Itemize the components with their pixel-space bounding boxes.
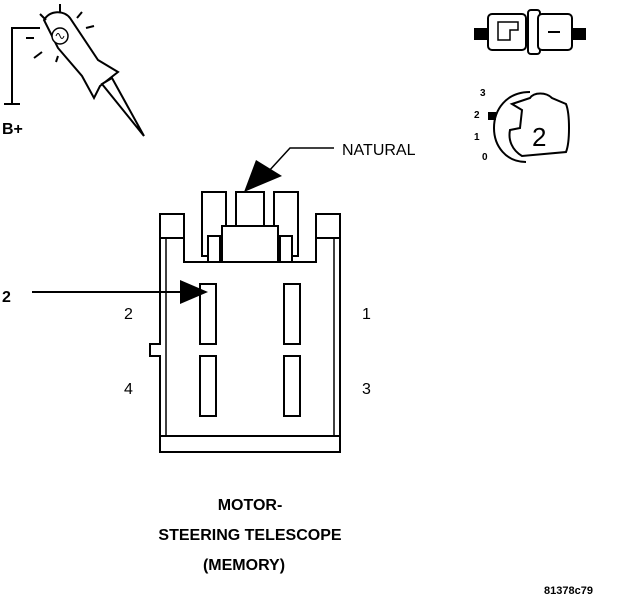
pointer-label: 2 [2,289,11,306]
scale-1: 1 [474,132,480,143]
connector-body [149,191,341,453]
diagram-title: MOTOR- STEERING TELESCOPE (MEMORY) [158,497,341,574]
pin-label-3: 3 [362,381,371,398]
pin-pointer: 2 [2,280,208,306]
figure-code: 81378c79 [544,585,593,597]
probe-tip [100,76,145,137]
scale-0: 0 [482,152,488,163]
callout-label: NATURAL [342,142,416,159]
cavity-pin-3 [283,355,301,417]
ear-left [159,213,185,239]
callout-arrowhead [244,160,282,192]
pin-label-1: 1 [362,306,371,323]
pointer-arrowhead [180,280,208,304]
ear-right [315,213,341,239]
cavity-pin-1 [283,283,301,345]
title-line-3: (MEMORY) [203,557,285,574]
scale-3: 3 [480,88,486,99]
title-line-2: STEERING TELESCOPE [158,527,341,544]
indicator-ring [492,91,531,163]
light-rays-icon [26,4,95,63]
natural-callout: NATURAL [244,142,416,192]
key-shape [508,92,570,158]
latch-tab-left [207,235,221,263]
callout-leader [267,147,334,173]
cavity-pin-2 [199,283,217,345]
latch-base [221,225,279,263]
probe-wire [11,27,40,104]
pin-label-2: 2 [124,306,133,323]
pin-label-4: 4 [124,381,133,398]
latch-tab-right [279,235,293,263]
filament-icon [55,33,65,39]
connector-mini-icon [474,9,586,55]
probe-label: B+ [2,121,23,138]
indicator-marker [488,112,496,120]
latch-center [235,191,265,227]
test-light-probe: B+ [2,4,145,138]
scale-2: 2 [474,110,480,121]
position-indicator: 3 2 1 0 2 [474,88,570,163]
title-line-1: MOTOR- [218,497,283,514]
housing-outline [149,237,341,453]
indicator-value: 2 [532,122,546,152]
cavity-pin-4 [199,355,217,417]
